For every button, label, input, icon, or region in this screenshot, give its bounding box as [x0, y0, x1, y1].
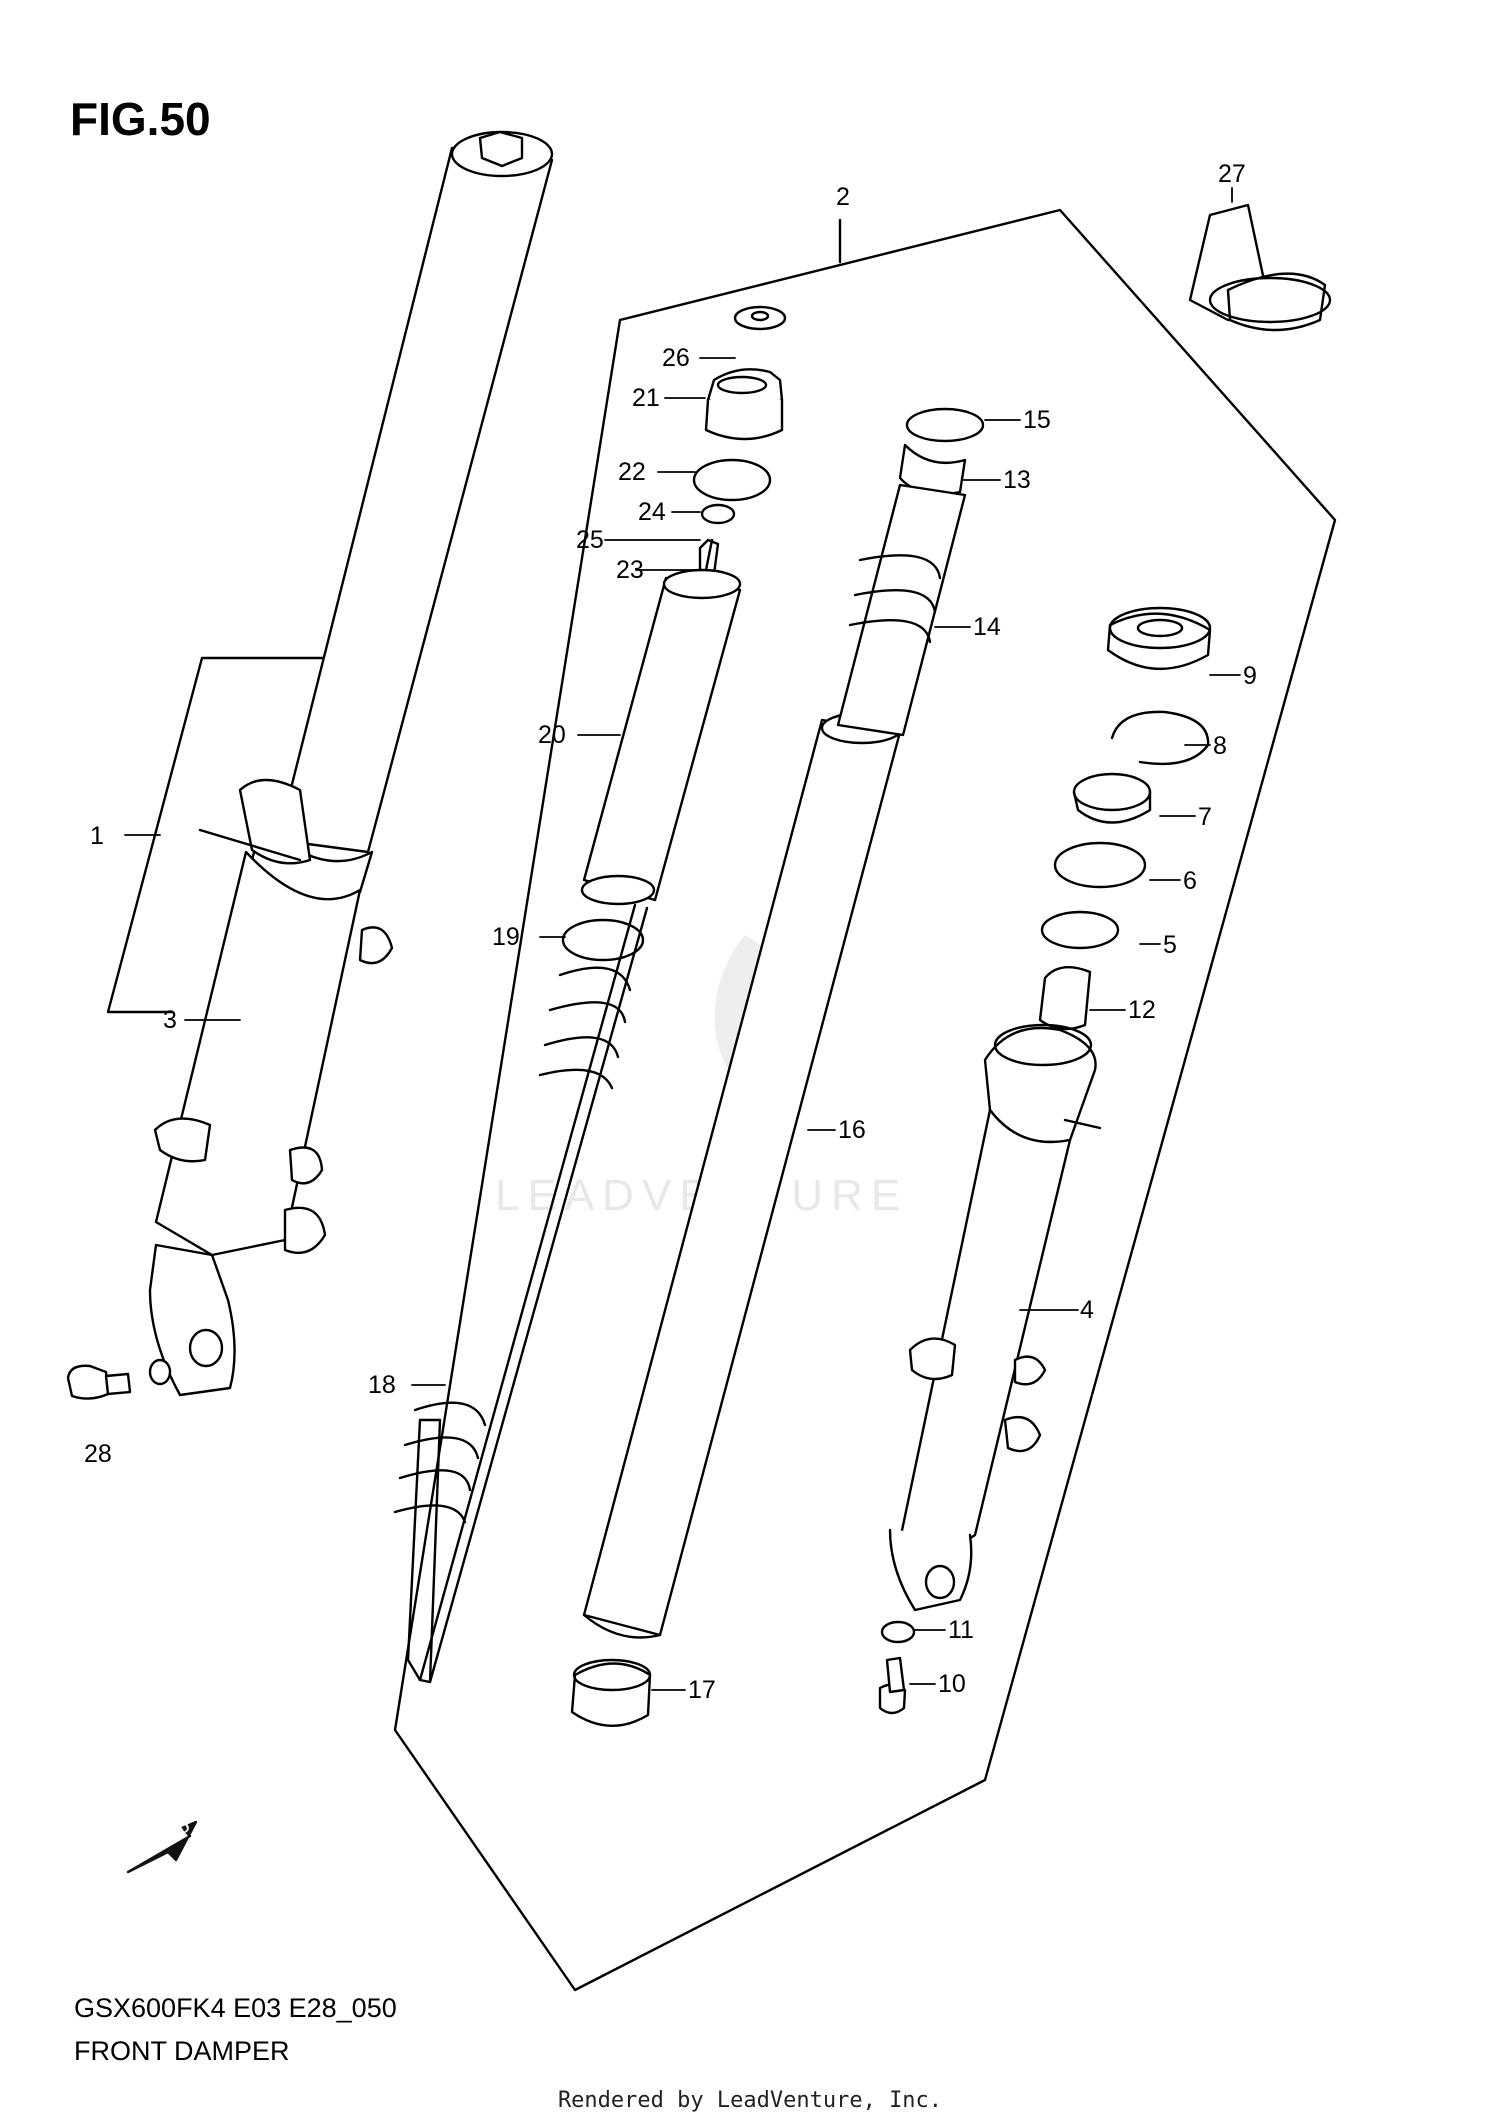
model-code: GSX600FK4 E03 E28_050: [74, 1993, 397, 2023]
cartridge-top-parts: [692, 305, 787, 602]
damper-cartridge-20: [418, 568, 742, 1684]
collar-17: [570, 1658, 652, 1727]
callout-15: 15: [1023, 406, 1051, 434]
callout-2: 2: [836, 183, 850, 211]
left-fork-assembly: [148, 130, 554, 1397]
footer-rendered-by: Rendered by LeadVenture, Inc.: [557, 2088, 943, 2113]
callout-3: 3: [163, 1006, 177, 1034]
callout-7: 7: [1198, 803, 1212, 831]
callout-5: 5: [1163, 931, 1177, 959]
callout-18: 18: [368, 1371, 396, 1399]
callout-4: 4: [1080, 1296, 1094, 1324]
right-fork-outer-4: [888, 1023, 1102, 1612]
callout-23: 23: [616, 556, 644, 584]
callout-14: 14: [973, 613, 1001, 641]
inner-rod-13-14-15: [836, 407, 985, 737]
callout-20: 20: [538, 721, 566, 749]
callout-11: 11: [948, 1616, 974, 1644]
callout-24: 24: [638, 498, 666, 526]
callout-6: 6: [1183, 867, 1197, 895]
callout-25: 25: [576, 526, 604, 554]
leader-lines: [124, 187, 1241, 1691]
callout-27: 27: [1218, 160, 1246, 188]
bolt-28: [66, 1364, 132, 1400]
callout-16: 16: [838, 1116, 866, 1144]
callout-19: 19: [492, 923, 520, 951]
callout-21: 21: [632, 384, 660, 412]
rod-and-spring-18-19: [393, 918, 645, 1684]
callout-12: 12: [1128, 996, 1156, 1024]
callout-26: 26: [662, 344, 690, 372]
callout-28: 28: [84, 1440, 112, 1468]
part-callouts: 1 2 3 4 5 6 7 8 9 10 11 12 13 14 15 16 1…: [84, 160, 1257, 1704]
figure-title: FIG.50: [70, 93, 211, 145]
callout-1: 1: [90, 822, 104, 850]
fwd-arrow-icon: FWD: [126, 1818, 198, 1874]
callout-8: 8: [1213, 732, 1227, 760]
callout-17: 17: [688, 1676, 716, 1704]
washer-and-bolt-10-11: [878, 1620, 916, 1715]
seal-stack-5-12: [1038, 606, 1212, 1031]
figure-name: FRONT DAMPER: [74, 2036, 290, 2066]
callout-13: 13: [1003, 466, 1031, 494]
dust-cover-27: [1188, 203, 1332, 332]
callout-9: 9: [1243, 662, 1257, 690]
callout-22: 22: [618, 458, 646, 486]
callout-10: 10: [938, 1670, 966, 1698]
